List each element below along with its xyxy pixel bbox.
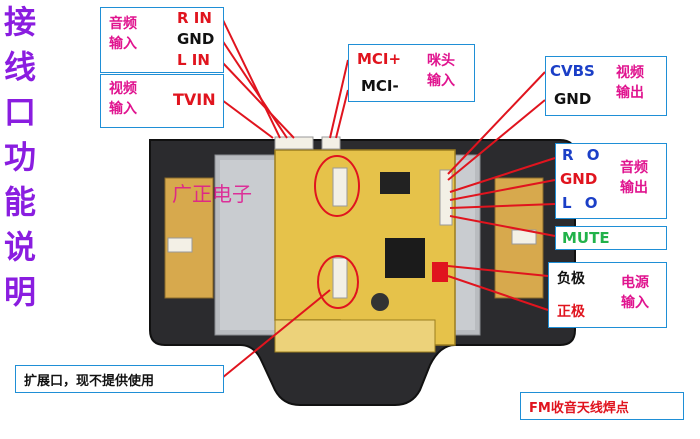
video-in-label: 视频 输入 <box>109 79 137 119</box>
watermark: 广正电子 <box>172 182 252 206</box>
side-title-char: 口 <box>3 93 36 131</box>
mic-plus-label: MCI+ <box>357 50 402 68</box>
left-vertical-connector <box>332 167 348 207</box>
power-line2: 输入 <box>621 295 649 311</box>
l-in-label: L IN <box>177 51 210 69</box>
mic-connector <box>321 136 341 150</box>
right-connector <box>439 169 453 226</box>
gnd-in-label: GND <box>177 30 215 48</box>
inductor <box>371 293 389 311</box>
gnd-out-label: GND <box>560 170 598 188</box>
mic-line1: 咪头 <box>427 53 455 69</box>
expansion-connector <box>332 257 348 299</box>
mic-box: MCI+ MCI- 咪头 输入 <box>348 44 475 102</box>
main-chip <box>385 238 425 278</box>
mic-minus-label: MCI- <box>361 77 399 95</box>
video-in-box: 视频 输入 TVIN <box>100 74 224 128</box>
l-out-label: L O <box>562 194 602 212</box>
video-out-label: 视频 输出 <box>616 63 644 103</box>
audio-out-label: 音频 输出 <box>620 158 648 198</box>
highlight-circle-top <box>314 155 360 217</box>
expansion-label: 扩展口，现不提供使用 <box>24 374 155 389</box>
video-in-line2: 输入 <box>109 101 137 117</box>
r-out-label: R O <box>562 146 604 164</box>
side-title-char: 接 <box>3 3 36 41</box>
power-label: 电源 输入 <box>621 273 649 313</box>
tvin-label: TVIN <box>173 90 216 109</box>
audio-in-line1: 音频 <box>109 16 137 32</box>
main-pcb <box>274 149 456 346</box>
video-out-line1: 视频 <box>616 65 644 81</box>
r-in-label: R IN <box>177 9 212 27</box>
side-title: 接 线 口 功 能 说 明 <box>0 0 40 315</box>
mic-line2: 输入 <box>427 73 455 89</box>
audio-out-line1: 音频 <box>620 160 648 176</box>
mute-label: MUTE <box>562 229 610 247</box>
negative-label: 负极 <box>557 271 585 287</box>
side-title-char: 线 <box>3 48 36 86</box>
side-title-char: 功 <box>3 138 36 176</box>
top-connector <box>274 136 314 150</box>
audio-in-box: 音频 输入 R IN GND L IN <box>100 7 224 73</box>
video-out-line2: 输出 <box>616 85 644 101</box>
power-connector <box>432 262 448 282</box>
cvbs-label: CVBS <box>550 62 595 80</box>
side-title-char: 能 <box>3 183 36 221</box>
mute-box: MUTE <box>555 226 667 250</box>
bottom-ribbon-board <box>274 319 436 353</box>
mic-label: 咪头 输入 <box>427 51 455 91</box>
small-chip <box>380 172 410 194</box>
audio-out-box: R O GND L O 音频 输出 <box>555 143 667 219</box>
audio-in-label: 音频 输入 <box>109 14 137 54</box>
side-title-char: 说 <box>3 228 36 266</box>
gnd-video-label: GND <box>554 90 592 108</box>
video-in-line1: 视频 <box>109 81 137 97</box>
video-out-box: CVBS GND 视频 输出 <box>545 56 667 116</box>
audio-out-line2: 输出 <box>620 180 648 196</box>
fm-box: FM收音天线焊点 <box>520 392 684 420</box>
positive-label: 正极 <box>557 304 585 320</box>
highlight-circle-bottom <box>317 255 359 309</box>
power-box: 负极 正极 电源 输入 <box>548 262 667 328</box>
side-title-char: 明 <box>3 273 36 311</box>
expansion-box: 扩展口，现不提供使用 <box>15 365 224 393</box>
fm-label: FM收音天线焊点 <box>529 401 629 416</box>
power-line1: 电源 <box>621 275 649 291</box>
audio-in-line2: 输入 <box>109 36 137 52</box>
